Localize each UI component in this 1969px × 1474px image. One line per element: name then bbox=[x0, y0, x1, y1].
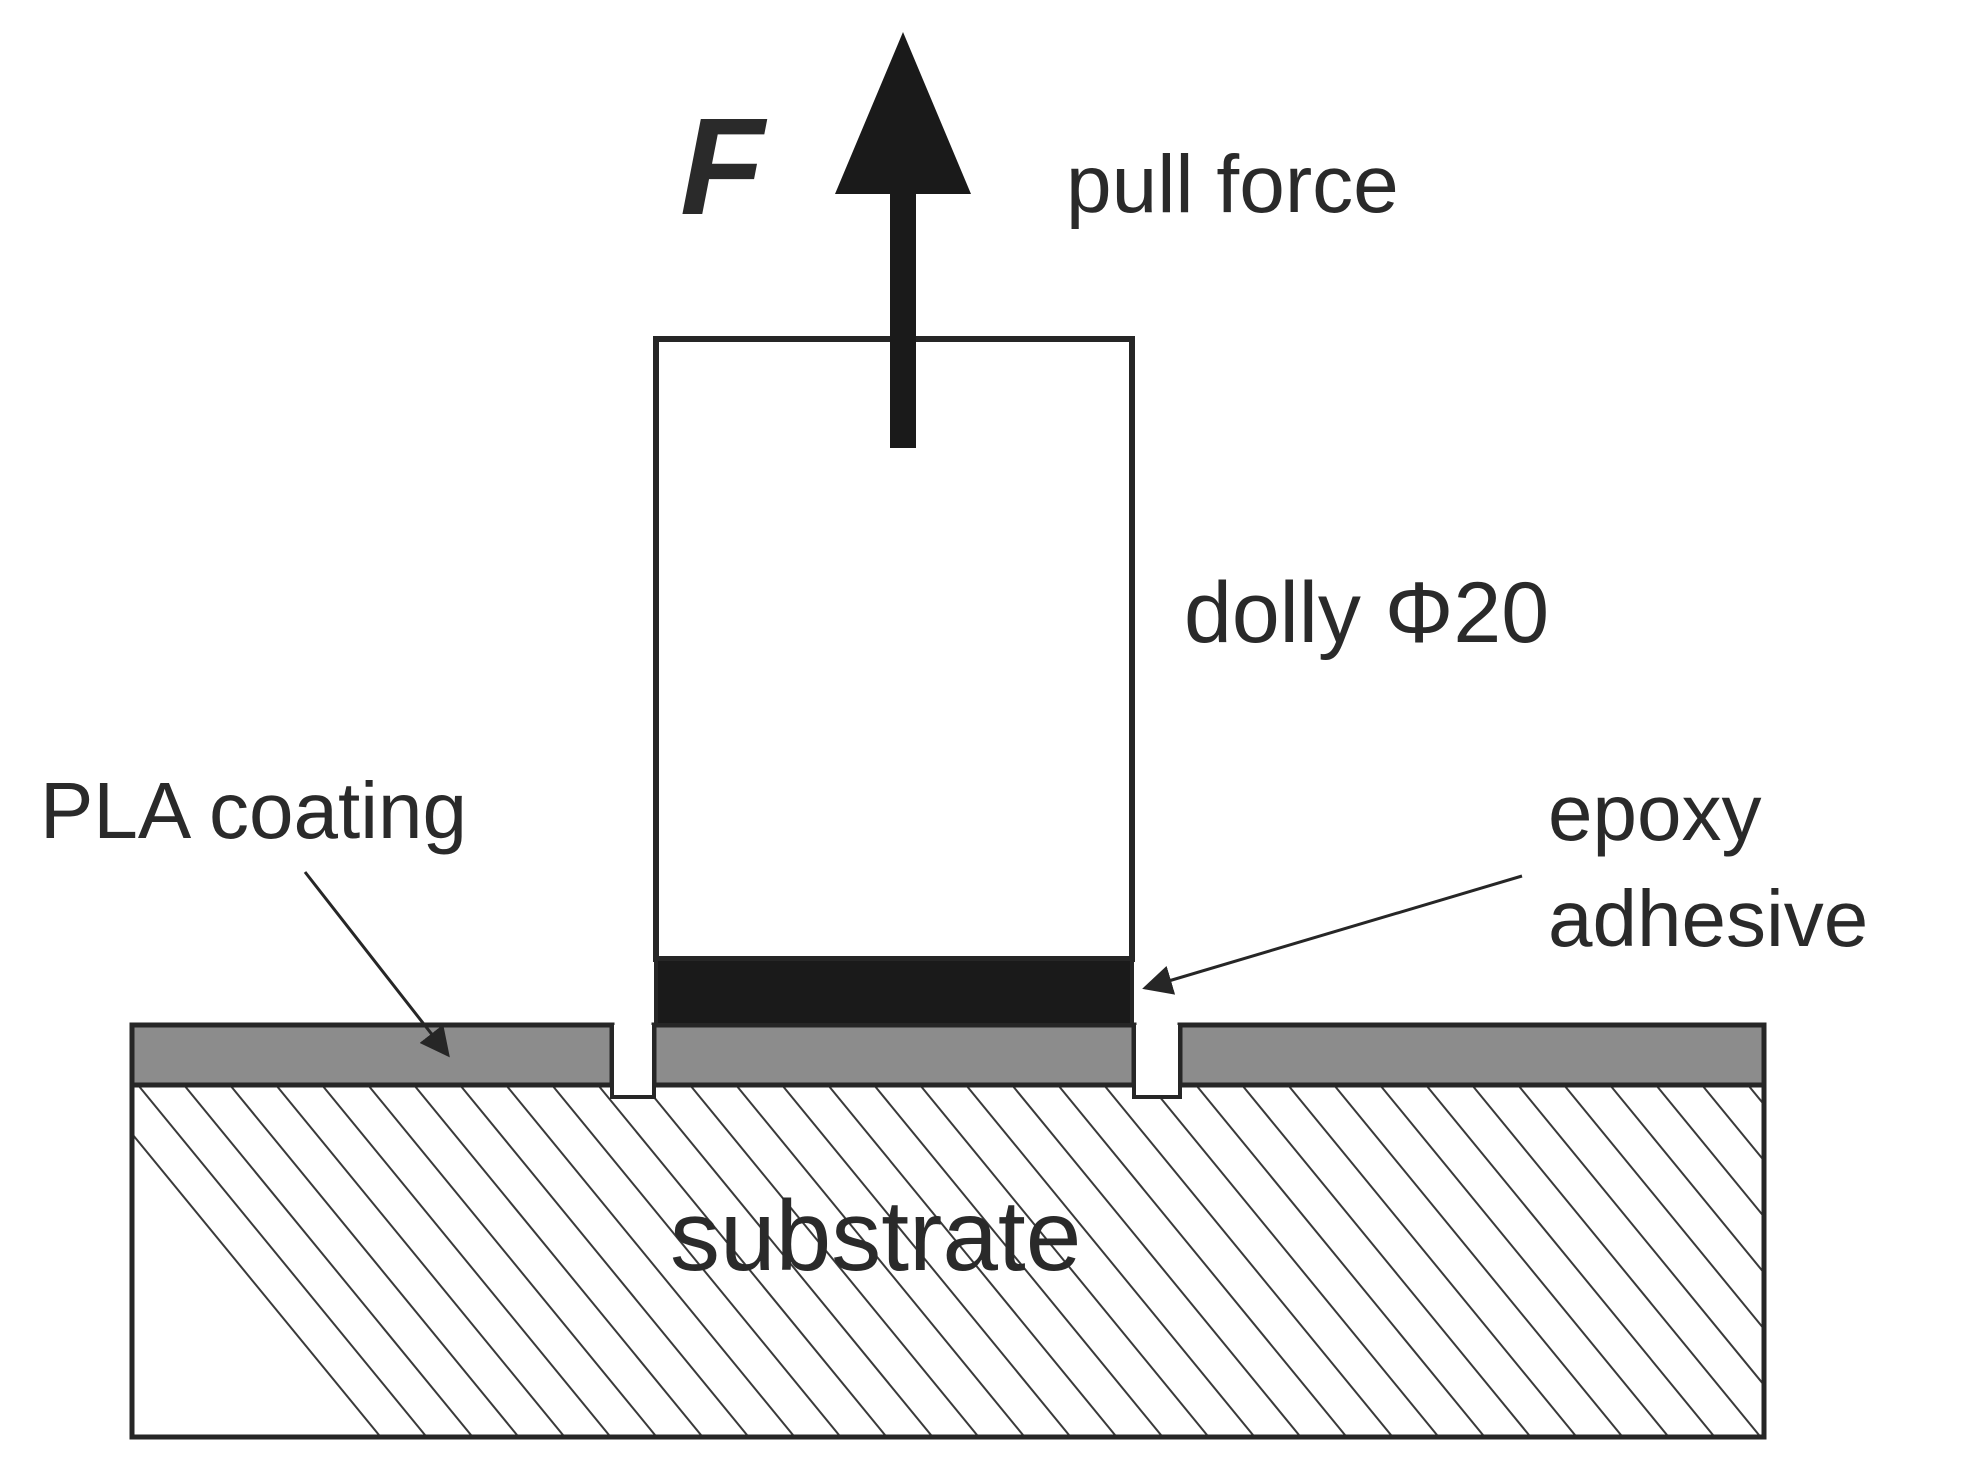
pull-force-label: pull force bbox=[1066, 139, 1399, 230]
hatch-line bbox=[965, 1085, 1256, 1437]
hatch-line bbox=[1057, 1085, 1348, 1437]
hatch-line bbox=[1886, 1085, 1969, 1437]
substrate-body bbox=[129, 1082, 1767, 1440]
hatch-line bbox=[1840, 1085, 1969, 1437]
hatch-line bbox=[1471, 1085, 1762, 1437]
adhesive-label: adhesive bbox=[1548, 874, 1868, 963]
coating-grooves bbox=[610, 1025, 1182, 1099]
substrate-hatching bbox=[132, 1085, 1969, 1437]
hatch-line bbox=[1932, 1085, 1969, 1437]
hatch-line bbox=[229, 1085, 520, 1437]
hatch-line bbox=[1747, 1085, 1764, 1107]
groove-left bbox=[610, 1025, 656, 1099]
pla-coating-leader bbox=[303, 871, 450, 1058]
hatch-line bbox=[597, 1085, 888, 1437]
arrow-head bbox=[835, 32, 971, 194]
hatch-line bbox=[275, 1085, 566, 1437]
hatch-line bbox=[643, 1085, 934, 1437]
groove-right bbox=[1132, 1025, 1182, 1099]
force-symbol: F bbox=[680, 90, 768, 244]
hatch-line bbox=[1103, 1085, 1394, 1437]
epoxy-label: epoxy bbox=[1548, 768, 1761, 857]
hatch-line bbox=[1794, 1085, 1969, 1437]
hatch-line bbox=[1655, 1085, 1764, 1219]
hatch-line bbox=[137, 1085, 428, 1437]
hatch-line bbox=[1563, 1085, 1764, 1331]
hatch-line bbox=[1379, 1085, 1670, 1437]
hatch-line bbox=[367, 1085, 658, 1437]
hatch-line bbox=[919, 1085, 1210, 1437]
substrate-label: substrate bbox=[670, 1180, 1081, 1292]
hatch-line bbox=[459, 1085, 750, 1437]
arrow-shaft bbox=[890, 170, 916, 448]
hatch-line bbox=[735, 1085, 1026, 1437]
hatch-line bbox=[1241, 1085, 1532, 1437]
epoxy-adhesive-layer bbox=[654, 957, 1134, 1027]
hatch-line bbox=[551, 1085, 842, 1437]
coating-left bbox=[129, 1022, 615, 1088]
hatch-line bbox=[1195, 1085, 1486, 1437]
hatch-line bbox=[1517, 1085, 1764, 1387]
coating-under-dolly bbox=[651, 1022, 1137, 1088]
hatch-line bbox=[1287, 1085, 1578, 1437]
hatch-line bbox=[413, 1085, 704, 1437]
pull-force-arrow bbox=[835, 32, 971, 448]
hatch-line bbox=[505, 1085, 796, 1437]
coating-right bbox=[1177, 1022, 1767, 1088]
hatch-line bbox=[689, 1085, 980, 1437]
substrate bbox=[129, 1082, 1969, 1440]
hatch-line bbox=[1011, 1085, 1302, 1437]
pla-coating-layer bbox=[129, 1022, 1767, 1088]
hatch-line bbox=[1333, 1085, 1624, 1437]
hatch-line bbox=[1609, 1085, 1764, 1275]
hatch-line bbox=[781, 1085, 1072, 1437]
hatch-line bbox=[1701, 1085, 1764, 1163]
hatch-line bbox=[183, 1085, 474, 1437]
pla-coating-label: PLA coating bbox=[40, 766, 467, 855]
hatch-line bbox=[1425, 1085, 1716, 1437]
hatch-line bbox=[132, 1132, 382, 1437]
hatch-line bbox=[827, 1085, 1118, 1437]
epoxy-adhesive-leader bbox=[1142, 874, 1523, 995]
hatch-line bbox=[1149, 1085, 1440, 1437]
hatch-line bbox=[321, 1085, 612, 1437]
dolly-label: dolly Φ20 bbox=[1184, 565, 1549, 661]
hatch-line bbox=[873, 1085, 1164, 1437]
